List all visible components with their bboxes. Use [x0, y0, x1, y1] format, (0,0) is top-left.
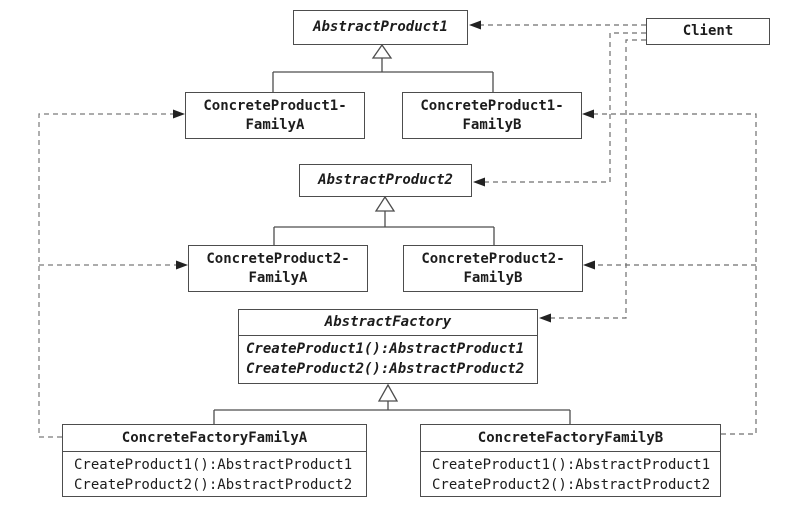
class-abstract-factory: AbstractFactory CreateProduct1():Abstrac… — [238, 309, 538, 384]
inheritance-connector-product2 — [273, 195, 495, 245]
dependency-factoryb-products — [582, 109, 757, 435]
dependency-client-abstractproduct1 — [469, 20, 646, 30]
class-concrete-factory-family-a: ConcreteFactoryFamilyA CreateProduct1():… — [62, 424, 367, 497]
class-title: ConcreteFactoryFamilyA — [63, 425, 366, 452]
class-name-line1: ConcreteProduct2- — [421, 250, 565, 267]
class-name-line2: FamilyA — [248, 269, 308, 286]
dependency-arrowhead-icon — [173, 109, 185, 119]
dependency-arrowhead-icon — [473, 177, 485, 187]
method: CreateProduct2():AbstractProduct2 — [74, 477, 353, 493]
method: CreateProduct1():AbstractProduct1 — [74, 457, 353, 473]
dependency-factorya-products — [38, 109, 188, 438]
class-name-line1: ConcreteProduct1- — [203, 97, 347, 114]
class-name: ConcreteFactoryFamilyA — [121, 429, 308, 446]
dependency-arrowhead-icon — [582, 109, 594, 119]
class-concrete-product1-family-a: ConcreteProduct1- FamilyA — [185, 92, 365, 139]
dependency-arrowhead-icon — [583, 260, 595, 270]
inheritance-connector-product1 — [272, 43, 494, 92]
class-concrete-product2-family-a: ConcreteProduct2- FamilyA — [188, 245, 368, 292]
class-concrete-product1-family-b: ConcreteProduct1- FamilyB — [402, 92, 582, 139]
class-name: AbstractProduct2 — [318, 172, 453, 188]
class-name: Client — [682, 23, 734, 39]
dependency-arrowhead-icon — [176, 260, 188, 270]
dependency-client-abstractfactory — [539, 39, 646, 323]
class-title: AbstractFactory — [239, 310, 537, 336]
inheritance-connector-factory — [213, 383, 571, 424]
class-methods: CreateProduct1():AbstractProduct1 Create… — [63, 452, 366, 495]
class-title: ConcreteFactoryFamilyB — [421, 425, 720, 452]
class-concrete-product2-family-b: ConcreteProduct2- FamilyB — [403, 245, 583, 292]
class-name-line2: FamilyB — [462, 116, 522, 133]
class-name: ConcreteFactoryFamilyB — [477, 429, 664, 446]
inheritance-triangle-icon — [377, 383, 399, 402]
method: CreateProduct1():AbstractProduct1 — [432, 457, 711, 473]
method: CreateProduct2():AbstractProduct2 — [246, 361, 525, 377]
class-methods: CreateProduct1():AbstractProduct1 Create… — [239, 336, 537, 379]
class-name-line2: FamilyA — [245, 116, 305, 133]
inheritance-triangle-icon — [371, 43, 393, 59]
class-concrete-factory-family-b: ConcreteFactoryFamilyB CreateProduct1():… — [420, 424, 721, 497]
inheritance-triangle-icon — [374, 195, 396, 212]
dependency-client-abstractproduct2 — [473, 32, 646, 187]
class-name-line2: FamilyB — [463, 269, 523, 286]
dependency-arrowhead-icon — [469, 20, 481, 30]
method: CreateProduct1():AbstractProduct1 — [246, 341, 525, 357]
class-methods: CreateProduct1():AbstractProduct1 Create… — [421, 452, 720, 495]
class-client: Client — [646, 18, 770, 45]
class-name-line1: ConcreteProduct1- — [420, 97, 564, 114]
method: CreateProduct2():AbstractProduct2 — [432, 477, 711, 493]
class-abstract-product1: AbstractProduct1 — [293, 10, 468, 45]
class-name: AbstractFactory — [324, 314, 452, 330]
class-abstract-product2: AbstractProduct2 — [299, 164, 472, 197]
dependency-arrowhead-icon — [539, 313, 551, 323]
class-name: AbstractProduct1 — [313, 19, 448, 35]
class-name-line1: ConcreteProduct2- — [206, 250, 350, 267]
